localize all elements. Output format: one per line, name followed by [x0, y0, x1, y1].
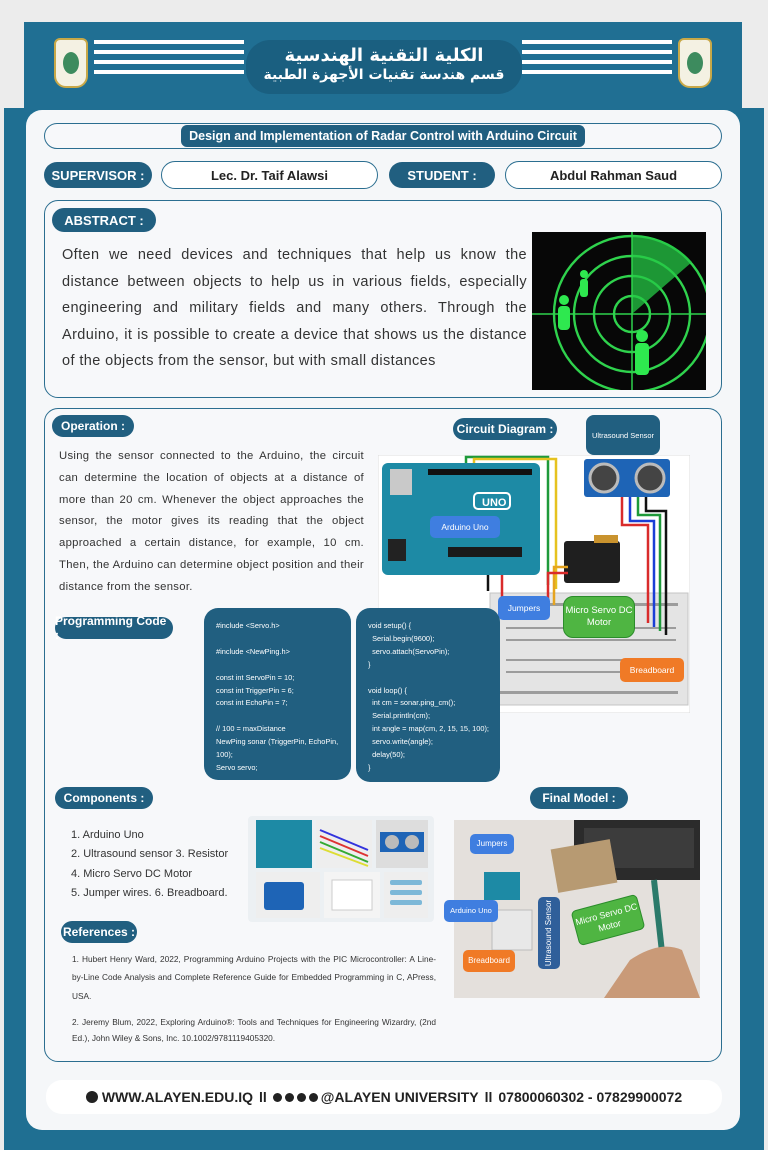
student-label: STUDENT : [389, 162, 495, 188]
operation-label: Operation : [52, 415, 134, 437]
code-block-left: #include <Servo.h> #include <NewPing.h> … [204, 608, 351, 780]
telegram-icon [308, 1092, 318, 1102]
header-stripes-right [522, 40, 672, 86]
code-block-right: void setup() { Serial.begin(9600); servo… [356, 608, 500, 782]
abstract-text: Often we need devices and techniques tha… [62, 247, 527, 370]
university-logo-left [54, 38, 88, 88]
ultrasound-sensor-label: Ultrasound Sensor [586, 415, 660, 455]
model-breadboard-tag: Breadboard [463, 950, 515, 972]
footer-phones: 07800060302 - 07829900072 [498, 1089, 683, 1105]
header-arabic-line2: قسم هندسة تقنيات الأجهزة الطبية [263, 67, 505, 83]
supervisor-name: Lec. Dr. Taif Alawsi [161, 161, 378, 189]
social-icons [272, 1092, 318, 1102]
header-arabic-line1: الكلية التقنية الهندسية [284, 45, 484, 66]
component-item: 5. Jumper wires. 6. Breadboard. [71, 886, 228, 899]
header-stripes-left [94, 40, 244, 86]
circuit-servo-tag: Micro Servo DC Motor [563, 596, 635, 638]
component-item: 4. Micro Servo DC Motor [71, 867, 193, 880]
radar-image [532, 232, 706, 390]
circuit-arduino-tag: Arduino Uno [430, 516, 500, 538]
header-band: الكلية التقنية الهندسية قسم هندسة تقنيات… [24, 22, 742, 112]
student-name: Abdul Rahman Saud [505, 161, 722, 189]
board-text: UNO [482, 497, 507, 509]
globe-icon [85, 1091, 98, 1103]
final-model-label: Final Model : [530, 787, 628, 809]
university-logo-right [678, 38, 712, 88]
model-arduino-tag: Arduino Uno [444, 900, 498, 922]
reference-2: 2. Jeremy Blum, 2022, Exploring Arduino®… [72, 1017, 436, 1044]
model-sensor-tag: Ultrasound Sensor [538, 897, 560, 969]
supervisor-label: SUPERVISOR : [44, 162, 152, 188]
abstract-label: ABSTRACT : [52, 208, 156, 232]
reference-1: 1. Hubert Henry Ward, 2022, Programming … [72, 954, 436, 1001]
footer-bar: WWW.ALAYEN.EDU.IQ ll @ALAYEN UNIVERSITY … [46, 1080, 722, 1114]
ultrasound-sensor-label-text: Ultrasound Sensor [591, 430, 655, 440]
footer-divider: ll [259, 1089, 267, 1105]
footer-divider-2: ll [484, 1089, 493, 1105]
component-item: 1. Arduino Uno [71, 829, 144, 841]
project-title: Design and Implementation of Radar Contr… [181, 125, 585, 147]
components-list: 1. Arduino Uno 2. Ultrasound sensor 3. R… [71, 826, 228, 903]
facebook-icon [272, 1092, 282, 1102]
references-label: References : [61, 921, 137, 943]
footer-website: WWW.ALAYEN.EDU.IQ [101, 1089, 253, 1105]
youtube-icon [296, 1092, 306, 1102]
instagram-icon [284, 1092, 294, 1102]
components-image [248, 816, 434, 922]
model-jumpers-tag: Jumpers [470, 834, 514, 854]
programming-code-label: Programming Code : [55, 614, 173, 642]
component-item: 2. Ultrasound sensor 3. Resistor [71, 848, 229, 861]
circuit-diagram-label: Circuit Diagram : [453, 418, 557, 440]
project-title-bar: Design and Implementation of Radar Contr… [44, 123, 722, 149]
circuit-jumpers-tag: Jumpers [498, 596, 550, 620]
components-label: Components : [55, 787, 153, 809]
footer-social: @ALAYEN UNIVERSITY [320, 1089, 479, 1105]
circuit-breadboard-tag: Breadboard [620, 658, 684, 682]
header-title: الكلية التقنية الهندسية قسم هندسة تقنيات… [246, 40, 522, 94]
operation-text: Using the sensor connected to the Arduin… [59, 450, 364, 593]
